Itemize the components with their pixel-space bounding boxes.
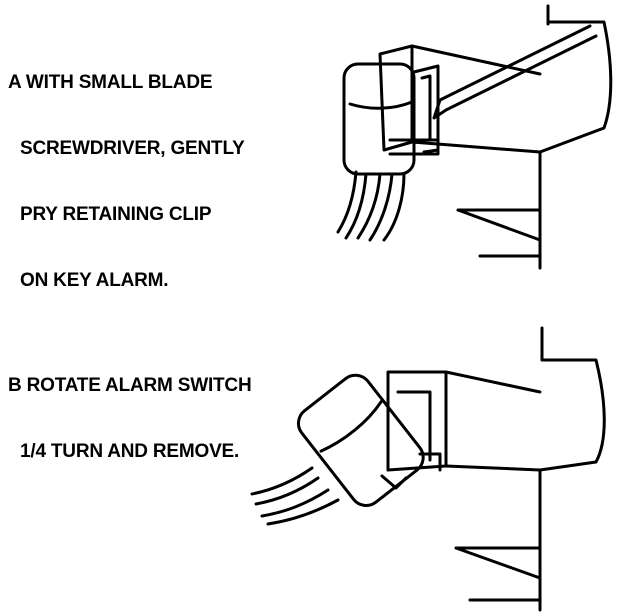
key-alarm-switch-body-b: [292, 369, 430, 512]
steering-column-outline-b: [540, 328, 604, 610]
step-b-illustration: [252, 328, 604, 610]
screwdriver: [434, 26, 596, 118]
step-a-line-2: SCREWDRIVER, GENTLY: [20, 138, 245, 159]
step-b-line-2: 1/4 TURN AND REMOVE.: [20, 441, 240, 462]
key-alarm-switch-body: [344, 64, 414, 174]
alarm-mount-housing: [380, 46, 412, 150]
step-b-instruction: B ROTATE ALARM SWITCH 1/4 TURN AND REMOV…: [8, 331, 252, 485]
switch-tab: [390, 140, 438, 154]
step-a-line-4: ON KEY ALARM.: [20, 270, 169, 291]
step-b-line-1: B ROTATE ALARM SWITCH: [8, 375, 252, 396]
alarm-mount-edge-b: [446, 372, 540, 470]
step-a-line-1: A WITH SMALL BLADE: [8, 72, 213, 93]
wire-leads-b: [252, 468, 338, 524]
retaining-clip-b: [398, 392, 440, 470]
wire-leads: [338, 172, 404, 240]
lower-bracket: [458, 210, 540, 256]
switch-body-seam: [350, 102, 412, 108]
switch-body-seam-b: [320, 402, 385, 455]
steering-column-outline: [540, 6, 611, 268]
alarm-mount-edge: [412, 46, 540, 152]
lower-bracket-b: [456, 548, 540, 600]
step-a-illustration: [338, 6, 611, 268]
step-a-instruction: A WITH SMALL BLADE SCREWDRIVER, GENTLY P…: [8, 28, 245, 314]
step-a-line-3: PRY RETAINING CLIP: [20, 204, 212, 225]
switch-tab-b: [382, 476, 406, 488]
